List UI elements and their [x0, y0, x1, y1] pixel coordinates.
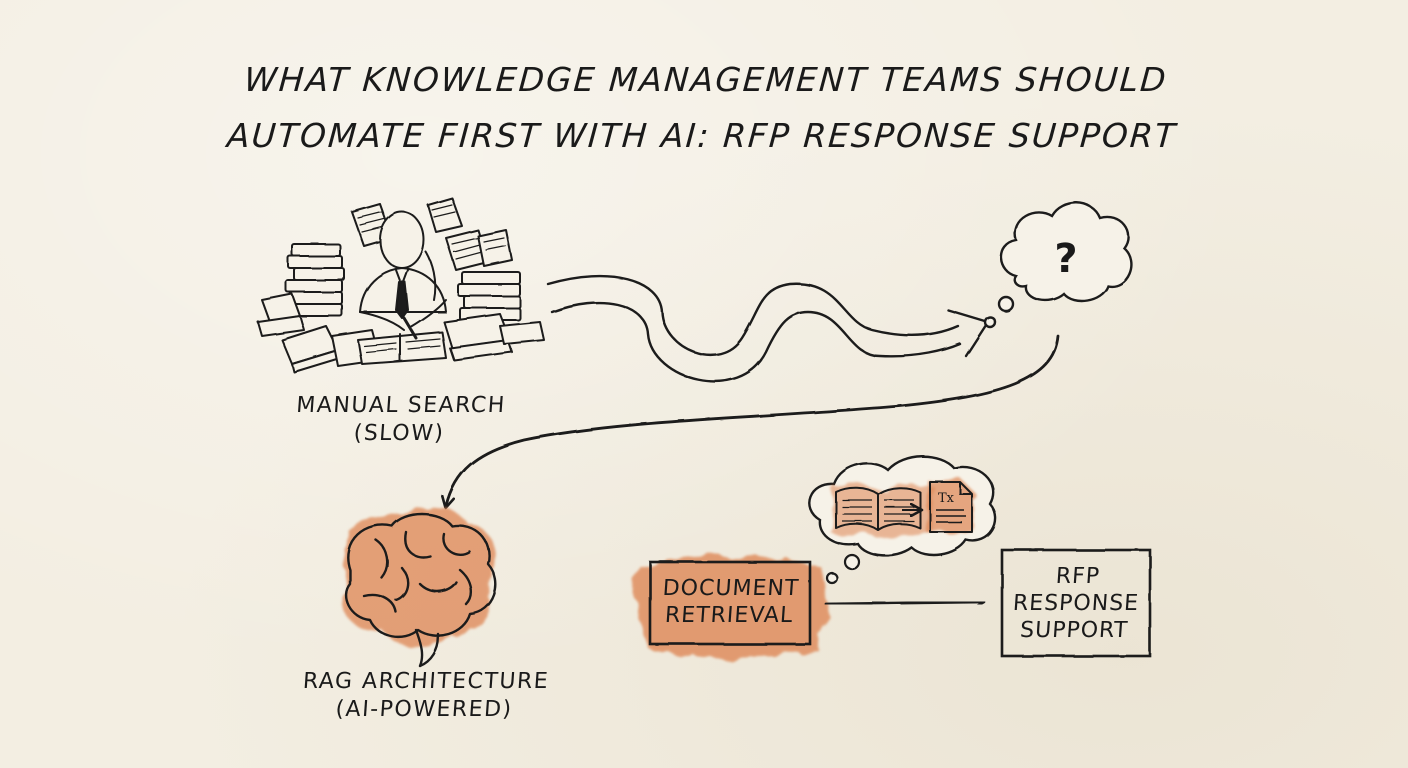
rfp-line-1: RFP: [1054, 564, 1101, 589]
overwhelmed-worker-icon: [257, 197, 545, 373]
rfp-support-box: [1000, 548, 1152, 658]
right-book-stack: [443, 271, 545, 361]
rfp-line-3: SUPPORT: [1019, 618, 1130, 643]
left-book-stack: [257, 243, 345, 373]
open-book-icon: [830, 483, 936, 534]
arrow-to-rfp: [824, 602, 982, 604]
brain-icon: [342, 506, 497, 668]
document-retrieval-line-2: RETRIEVAL: [664, 603, 795, 628]
document-retrieval-label: DOCUMENT RETRIEVAL: [648, 575, 812, 629]
wavy-path-arrow: [546, 274, 990, 383]
title-line-2: AUTOMATE FIRST WITH AI: RFP RESPONSE SUP…: [225, 116, 1179, 155]
rag-architecture-label: RAG ARCHITECTURE (AI-POWERED): [288, 668, 562, 724]
document-icon: [928, 480, 974, 534]
rag-line-2: (AI-POWERED): [334, 697, 514, 722]
manual-search-label: MANUAL SEARCH (SLOW): [268, 392, 532, 448]
document-retrieval-line-1: DOCUMENT: [661, 576, 801, 601]
page-title: WHAT KNOWLEDGE MANAGEMENT TEAMS SHOULD A…: [0, 52, 1408, 164]
retrieval-bubble-dots: [825, 553, 861, 585]
return-arrow: [446, 334, 1060, 506]
title-line-1: WHAT KNOWLEDGE MANAGEMENT TEAMS SHOULD: [242, 60, 1170, 99]
document-symbol: Tx: [938, 491, 955, 506]
document-retrieval-box: [636, 556, 827, 658]
manual-search-line-1: MANUAL SEARCH: [295, 393, 507, 418]
rfp-line-2: RESPONSE: [1012, 591, 1140, 616]
manual-search-line-2: (SLOW): [352, 421, 446, 446]
rfp-support-label: RFP RESPONSE SUPPORT: [999, 563, 1153, 644]
question-mark: ?: [1054, 236, 1077, 282]
rag-line-1: RAG ARCHITECTURE: [302, 669, 550, 694]
question-cloud-icon: [983, 201, 1133, 329]
